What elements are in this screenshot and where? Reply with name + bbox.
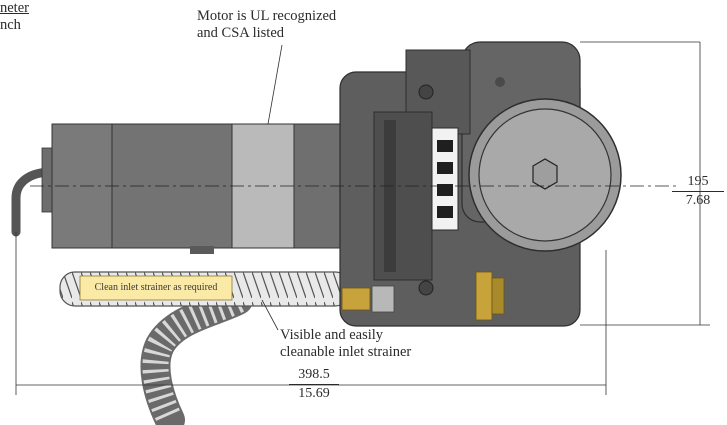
length-dimension bbox=[15, 232, 607, 395]
inlet-callout-line1: Visible and easily bbox=[280, 327, 384, 343]
height-dimension bbox=[580, 41, 710, 326]
length-dimension-label: 398.5 15.69 bbox=[289, 367, 339, 402]
pump-housing bbox=[339, 41, 622, 327]
legend-line1: neter bbox=[0, 0, 29, 16]
height-in: 7.68 bbox=[685, 193, 711, 208]
strainer-note-box bbox=[79, 275, 233, 301]
motor-callout: Motor is UL recognized and CSA listed bbox=[197, 8, 336, 42]
inlet-callout: Visible and easily cleanable inlet strai… bbox=[280, 327, 411, 361]
height-mm: 195 bbox=[672, 174, 724, 192]
strainer-note: Clean inlet strainer as required bbox=[94, 282, 218, 293]
motor-callout-line1: Motor is UL recognized bbox=[197, 8, 337, 24]
length-mm: 398.5 bbox=[289, 367, 339, 385]
motor bbox=[41, 123, 343, 254]
length-in: 15.69 bbox=[298, 386, 330, 401]
height-dimension-label: 195 7.68 bbox=[672, 174, 724, 209]
motor-leader bbox=[267, 44, 283, 125]
brass-fittings bbox=[341, 271, 505, 321]
legend-line2: nch bbox=[0, 17, 21, 33]
strainer-hose bbox=[59, 271, 351, 307]
inlet-hose bbox=[140, 285, 253, 425]
motor-callout-line2: and CSA listed bbox=[197, 25, 285, 41]
strainer-leader bbox=[261, 299, 279, 331]
inlet-callout-line2: cleanable inlet strainer bbox=[280, 344, 412, 360]
